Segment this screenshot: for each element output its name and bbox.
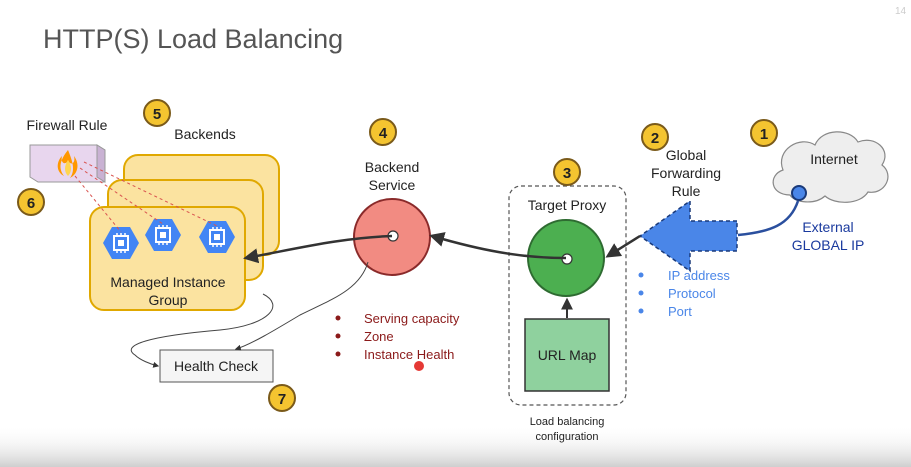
step-marker-1: 1 bbox=[750, 119, 778, 147]
backend-service-to-health-check-link bbox=[234, 261, 369, 351]
lb-config-label-1: Load balancing bbox=[530, 416, 605, 428]
field-protocol: Protocol bbox=[668, 286, 716, 301]
field-port: Port bbox=[668, 304, 692, 319]
svg-text:1: 1 bbox=[760, 126, 768, 143]
step-marker-5: 5 bbox=[143, 99, 171, 127]
firewall-link bbox=[83, 161, 218, 227]
lb-config-label-2: configuration bbox=[536, 431, 599, 443]
url-map-box bbox=[524, 318, 610, 392]
svg-text:3: 3 bbox=[563, 165, 571, 182]
svg-text:5: 5 bbox=[153, 106, 161, 123]
step-marker-4: 4 bbox=[369, 118, 397, 146]
internet-cloud: Internet bbox=[772, 131, 889, 203]
bullet bbox=[638, 290, 644, 296]
field-zone: Zone bbox=[364, 329, 394, 344]
svg-text:6: 6 bbox=[27, 195, 35, 212]
health-check-box bbox=[159, 349, 274, 383]
forwarding-to-proxy-arrow bbox=[605, 234, 641, 258]
health-check-label: Health Check bbox=[174, 358, 259, 374]
lb-config-box bbox=[508, 185, 627, 406]
external-ip-dot bbox=[791, 185, 807, 201]
ip-to-forwarding-connector bbox=[737, 200, 800, 237]
firewall-link bbox=[74, 175, 122, 233]
field-serving-capacity: Serving capacity bbox=[364, 311, 460, 326]
forwarding-rule-label-2: Forwarding bbox=[651, 165, 721, 181]
page-number: 14 bbox=[895, 6, 907, 17]
mig-label-2: Group bbox=[149, 292, 188, 308]
slide-title: HTTP(S) Load Balancing bbox=[43, 24, 343, 54]
cursor-dot bbox=[414, 361, 424, 371]
external-ip-label-2: GLOBAL IP bbox=[792, 237, 865, 253]
firewall-rule-label: Firewall Rule bbox=[27, 117, 108, 133]
bullet bbox=[638, 308, 644, 314]
svg-text:7: 7 bbox=[278, 391, 286, 408]
forwarding-rule-label-1: Global bbox=[666, 147, 706, 163]
backend-service-fields: Serving capacity Zone Instance Health bbox=[335, 311, 460, 362]
bullet bbox=[638, 272, 644, 278]
bottom-fade bbox=[0, 425, 911, 467]
url-map-label: URL Map bbox=[538, 347, 597, 363]
mig-label-1: Managed Instance bbox=[110, 274, 225, 290]
backend-service-label-2: Service bbox=[369, 177, 416, 193]
backends-label: Backends bbox=[174, 126, 235, 142]
forwarding-rule-label-3: Rule bbox=[672, 183, 701, 199]
field-instance-health: Instance Health bbox=[364, 347, 454, 362]
field-ip-address: IP address bbox=[668, 268, 730, 283]
proxy-to-backend-service-arrow bbox=[429, 232, 567, 260]
step-marker-6: 6 bbox=[17, 188, 45, 216]
svg-text:4: 4 bbox=[379, 125, 388, 142]
mig-to-health-check-link bbox=[130, 293, 274, 368]
forwarding-rule-fields: IP address Protocol Port bbox=[638, 268, 730, 319]
firewall-icon bbox=[29, 144, 106, 183]
backend-service-label-1: Backend bbox=[365, 159, 419, 175]
step-marker-3: 3 bbox=[553, 158, 581, 186]
backend-service-to-mig-arrow bbox=[243, 234, 393, 264]
step-marker-7: 7 bbox=[268, 384, 296, 412]
internet-label: Internet bbox=[810, 151, 858, 167]
forwarding-rule-arrow bbox=[638, 199, 738, 273]
bullet bbox=[335, 333, 341, 339]
step-marker-2: 2 bbox=[641, 123, 669, 151]
bullet bbox=[335, 351, 341, 357]
svg-text:2: 2 bbox=[651, 130, 659, 147]
external-ip-label-1: External bbox=[802, 219, 853, 235]
bullet bbox=[335, 315, 341, 321]
firewall-link bbox=[79, 167, 164, 225]
target-proxy-label: Target Proxy bbox=[528, 197, 607, 213]
